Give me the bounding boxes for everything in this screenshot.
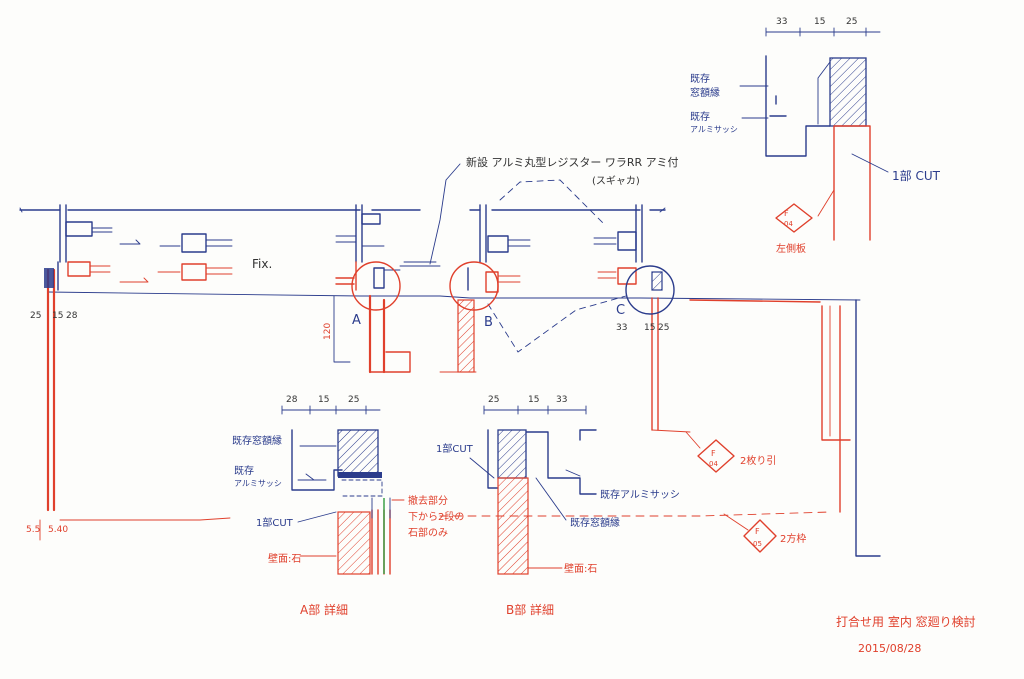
dim-b-15: 15 <box>528 395 539 405</box>
marker-f-04: F <box>711 449 716 458</box>
section-marker-f05 <box>743 519 777 553</box>
label-sash: 既存 <box>690 110 710 123</box>
label-side-board: 左側板 <box>776 242 806 255</box>
marker-04-top: 04 <box>784 220 793 228</box>
a-note-2: 下から2段の <box>408 510 464 523</box>
window-mullion-2 <box>157 233 233 281</box>
dim-a-25: 25 <box>348 395 359 405</box>
window-mullion-1 <box>65 221 149 283</box>
b-detail-title: B部 詳細 <box>506 602 554 617</box>
register-note: 新設 アルミ丸型レジスター ワラRR アミ付 <box>466 155 678 169</box>
register-leader <box>429 163 461 265</box>
section-marker-f04-top <box>775 203 813 233</box>
label-frame-trim: 2方枠 <box>780 532 806 545</box>
a-label-sash: アルミサッシ <box>234 479 282 488</box>
b-label-frame: 既存窓額縁 <box>570 516 620 529</box>
dim-top-25: 25 <box>846 17 857 27</box>
label-partcut-top: 1部 CUT <box>892 168 941 183</box>
a-label-wall: 壁面:石 <box>268 552 301 565</box>
dim-b-33: 33 <box>556 395 567 405</box>
dim-left-15: 15 <box>52 311 63 321</box>
b-label-sash: 既存アルミサッシ <box>600 488 680 501</box>
a-detail-title: A部 詳細 <box>300 602 348 617</box>
marker-05: 05 <box>753 540 762 548</box>
window-mullion-4 <box>467 204 531 293</box>
dim-c-25: 25 <box>658 323 669 333</box>
label-frame: 窓額縁 <box>690 86 720 99</box>
door-swing-dashed <box>487 179 627 353</box>
dim-top-33: 33 <box>776 17 787 27</box>
sheet-date: 2015/08/28 <box>858 642 921 655</box>
detail-circle-c <box>625 265 675 315</box>
a-label-frame: 既存窓額縁 <box>232 434 282 447</box>
a-label-existing: 既存 <box>234 464 254 477</box>
dim-bottom-540: 5.40 <box>48 525 68 535</box>
main-plan-wall <box>19 204 861 541</box>
detail-b <box>469 405 597 575</box>
detail-label-b: B <box>484 315 493 330</box>
dim-top-15: 15 <box>814 17 825 27</box>
b-label-cut: 1部CUT <box>436 442 474 455</box>
detail-label-c: C <box>616 303 625 318</box>
detail-circle-b <box>449 261 499 311</box>
fix-label: Fix. <box>252 257 272 271</box>
a-note-1: 撤去部分 <box>408 494 448 507</box>
dim-a-28: 28 <box>286 395 298 405</box>
detail-a <box>281 405 405 575</box>
b-label-wall: 壁面:石 <box>564 562 597 575</box>
section-marker-f04 <box>697 439 735 473</box>
a-note-3: 石部のみ <box>408 526 448 539</box>
dim-left-28: 28 <box>66 311 78 321</box>
label-existing: 既存 <box>690 72 710 85</box>
dim-c-15: 15 <box>644 323 655 333</box>
window-mullion-3 <box>335 204 441 291</box>
sheet-title: 打合せ用 室内 窓廻り検討 <box>836 614 976 629</box>
register-note-sub: (スギャカ) <box>592 175 640 187</box>
dim-bottom-55: 5.5 <box>26 525 40 535</box>
dim-left-25: 25 <box>30 311 41 321</box>
dim-a-15: 15 <box>318 395 329 405</box>
wall-section-a <box>333 294 411 374</box>
dim-b-25: 25 <box>488 395 499 405</box>
wall-section-b <box>439 299 477 373</box>
marker-04: 04 <box>709 460 718 468</box>
label-sash-sub: アルミサッシ <box>690 125 738 134</box>
dim-120: 120 <box>323 323 333 340</box>
marker-f-top: F <box>784 209 789 218</box>
detail-circle-a <box>351 261 401 311</box>
label-fixture: 2枚り引 <box>740 454 776 467</box>
detail-label-a: A <box>352 313 361 328</box>
top-right-detail <box>739 27 889 241</box>
dim-c-33: 33 <box>616 323 627 333</box>
window-mullion-5 <box>593 204 663 291</box>
marker-f-05: F <box>755 527 760 536</box>
a-label-cut: 1部CUT <box>256 516 294 529</box>
wall-section-c <box>651 297 691 433</box>
